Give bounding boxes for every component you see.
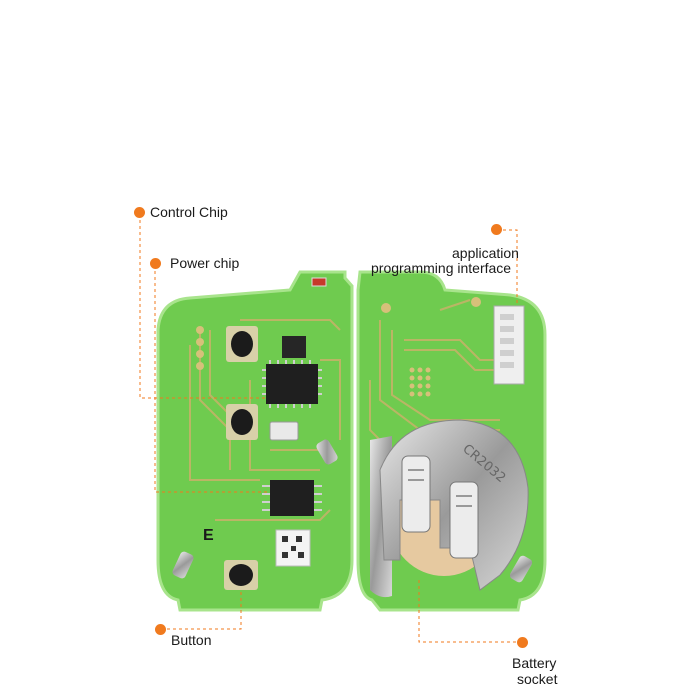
- callout-dot-control-chip: [134, 207, 145, 218]
- callout-leaders: [139, 214, 522, 643]
- api-label-line1: application: [452, 245, 519, 261]
- callout-dot-button: [155, 624, 166, 635]
- battery-label-line1: Battery: [512, 655, 557, 671]
- power-chip-label: Power chip: [170, 255, 240, 271]
- callout-dot-power-chip: [150, 258, 161, 269]
- small-chip: [282, 336, 306, 358]
- button-label: Button: [171, 632, 212, 648]
- tactile-button: [224, 560, 258, 590]
- front-board: E: [156, 270, 354, 612]
- callout-dot-battery: [517, 637, 528, 648]
- tactile-button: [226, 326, 258, 362]
- back-board: CR2032: [356, 270, 547, 612]
- crystal: [269, 421, 299, 441]
- board-letter: E: [203, 527, 214, 544]
- battery-holder: CR2032: [370, 419, 529, 598]
- pad: [196, 326, 204, 334]
- control-chip: [262, 360, 322, 408]
- callout-dot-api: [491, 224, 502, 235]
- api-label-line2: programming interface: [371, 260, 512, 276]
- led: [311, 277, 327, 287]
- control-chip-label: Control Chip: [150, 204, 228, 220]
- battery-label-line2: socket: [517, 671, 558, 687]
- tactile-button: [226, 404, 258, 440]
- test-pads: [409, 367, 431, 397]
- programming-connector: [493, 305, 525, 385]
- power-chip: [262, 480, 322, 516]
